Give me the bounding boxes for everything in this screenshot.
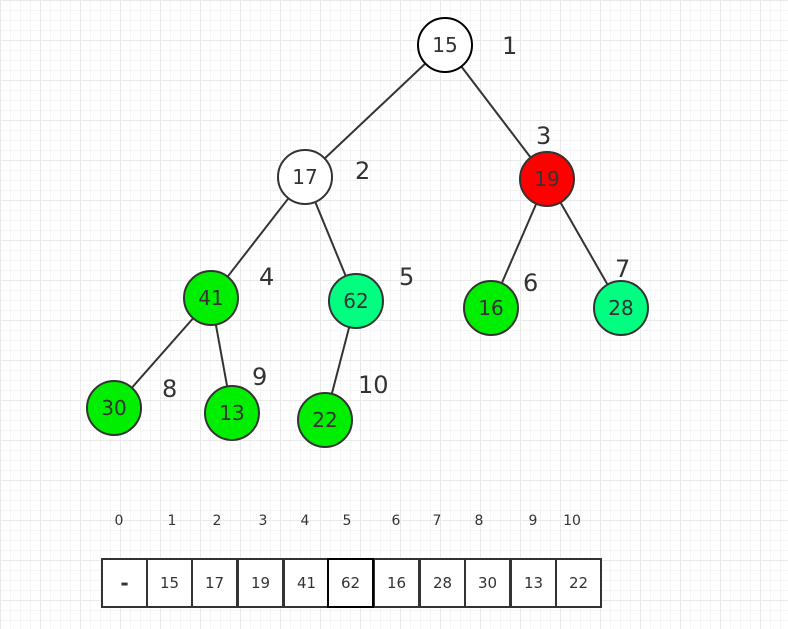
tree-node: 28 7 (593, 255, 649, 336)
tree-node-value: 15 (432, 33, 457, 57)
tree-node-circle (204, 385, 260, 441)
tree-edge (131, 317, 194, 389)
array-cell: 62 (327, 558, 374, 608)
tree-edge (460, 65, 532, 159)
array-cell: 17 (191, 558, 238, 608)
array-index-label: 0 (114, 513, 124, 529)
tree-node-index-label: 10 (358, 371, 389, 399)
tree-node-circle (328, 273, 384, 329)
tree-node-value: 41 (198, 286, 223, 310)
tree-node-circle (463, 280, 519, 336)
tree-node-value: 13 (219, 401, 244, 425)
tree-node-index-label: 3 (536, 122, 551, 150)
tree-node: 13 9 (204, 363, 267, 441)
tree-node-index-label: 8 (162, 375, 177, 403)
array-cell: 22 (555, 558, 602, 608)
tree-node-index-label: 5 (399, 263, 414, 291)
tree-node: 15 1 (417, 17, 517, 73)
array-cell: - (101, 558, 148, 608)
tree-node: 17 2 (277, 149, 370, 205)
array-index-label: 1 (167, 513, 177, 529)
tree-node-value: 22 (312, 408, 337, 432)
tree-node-circle (297, 392, 353, 448)
tree-node-value: 62 (343, 289, 368, 313)
array-index-label: 4 (300, 513, 310, 529)
tree-node: 19 3 (519, 122, 575, 207)
array-index-label: 6 (391, 513, 401, 529)
tree-edge (330, 326, 351, 395)
tree-node-circle (417, 17, 473, 73)
array-cell: 28 (419, 558, 466, 608)
tree-node: 41 4 (183, 263, 274, 326)
tree-node-value: 16 (478, 296, 503, 320)
tree-node-index-label: 4 (259, 263, 274, 291)
tree-node: 30 8 (86, 375, 177, 436)
tree-node-circle (593, 280, 649, 336)
tree-node: 16 6 (463, 269, 538, 336)
array-cell: 15 (146, 558, 193, 608)
tree-edge (559, 201, 609, 286)
tree-edge (500, 203, 538, 284)
array-cell: 19 (237, 558, 284, 608)
tree-node-value: 30 (101, 396, 126, 420)
array-index-label: 5 (342, 513, 352, 529)
tree-node-index-label: 1 (502, 32, 517, 60)
array-cell: 16 (373, 558, 420, 608)
array-index-label: 8 (474, 513, 484, 529)
array-cell: 30 (464, 558, 511, 608)
tree-node-circle (183, 270, 239, 326)
tree-node-index-label: 7 (615, 255, 630, 283)
array-index-label: 3 (258, 513, 268, 529)
tree-node: 62 5 (328, 263, 414, 329)
array-index-label: 9 (528, 513, 538, 529)
array-index-label: 2 (212, 513, 222, 529)
tree-node: 22 10 (297, 371, 389, 448)
tree-node-index-label: 2 (355, 157, 370, 185)
array-index-label: 7 (432, 513, 442, 529)
array-index-label: 10 (563, 513, 581, 529)
tree-node-value: 17 (292, 165, 317, 189)
tree-edge (323, 62, 427, 160)
tree-node-circle (86, 380, 142, 436)
tree-node-index-label: 6 (523, 269, 538, 297)
tree-edge (226, 197, 290, 278)
tree-node-circle (277, 149, 333, 205)
array-cell: 13 (510, 558, 557, 608)
tree-node-circle (519, 151, 575, 207)
tree-edge (214, 324, 229, 387)
tree-node-index-label: 9 (252, 363, 267, 391)
tree-node-value: 28 (608, 296, 633, 320)
tree-edge (314, 201, 347, 277)
array-cell: 41 (283, 558, 330, 608)
tree-node-value: 19 (534, 167, 559, 191)
